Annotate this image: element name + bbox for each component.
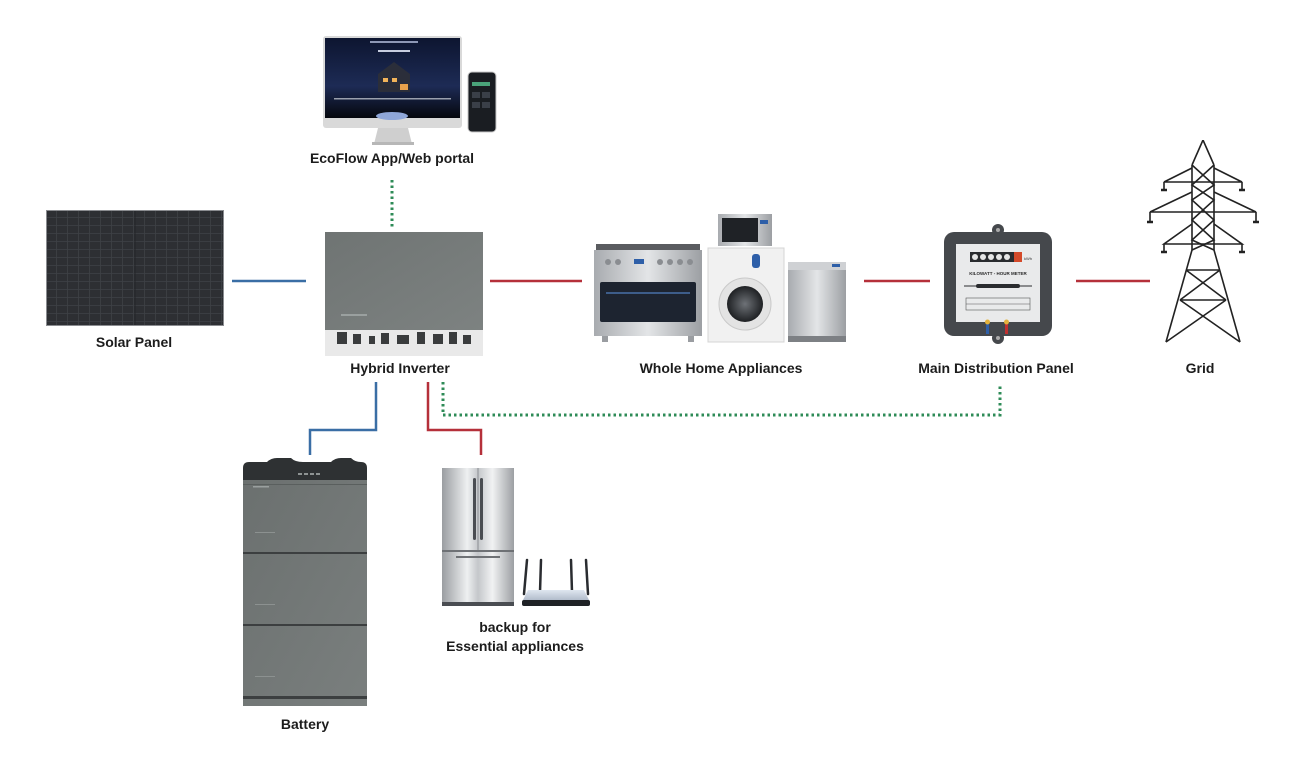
essential-label-line2: Essential appliances [446, 638, 584, 654]
grid-label: Grid [1185, 360, 1215, 376]
essential-label-line1: backup for [479, 619, 551, 635]
appliances-node [594, 212, 849, 344]
transmission-tower-icon [1147, 139, 1259, 343]
battery-label: Battery [280, 716, 330, 732]
inverter-icon [325, 232, 483, 356]
home-appliances-icon [594, 214, 846, 343]
essential-node [440, 466, 592, 608]
fridge-and-router-icon [442, 468, 590, 606]
comm-link-inverter-panel [441, 382, 1002, 417]
battery-node [243, 456, 367, 710]
essential-label: backup for Essential appliances [420, 618, 610, 656]
inverter-node [325, 232, 483, 356]
electric-meter-icon: kWh KILOWATT - HOUR METER [944, 224, 1052, 344]
wire-inverter-essential [426, 382, 483, 455]
battery-stack-icon [243, 458, 367, 706]
solar-node [46, 210, 224, 326]
solar-label: Solar Panel [95, 334, 173, 350]
wire-inverter-battery [308, 382, 378, 455]
inverter-label: Hybrid Inverter [350, 360, 450, 376]
panel-label: Main Distribution Panel [918, 360, 1074, 376]
solar-panel-icon [46, 210, 224, 326]
monitor-and-phone-icon [323, 36, 497, 145]
meter-unit: kWh [1024, 256, 1032, 261]
panel-node: kWh KILOWATT - HOUR METER [942, 222, 1054, 346]
meter-text: KILOWATT - HOUR METER [969, 271, 1027, 276]
appliances-label: Whole Home Appliances [639, 360, 803, 376]
portal-label: EcoFlow App/Web portal [309, 150, 475, 166]
grid-node [1146, 139, 1260, 346]
portal-node [320, 34, 500, 146]
